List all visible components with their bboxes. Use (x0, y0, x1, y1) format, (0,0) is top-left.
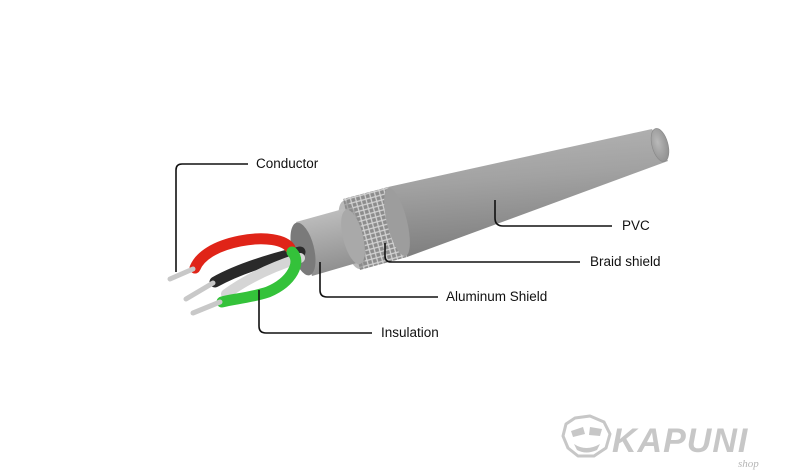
conductor-leader (175, 163, 248, 272)
mascot-face-icon (561, 414, 612, 458)
pvc-jacket (388, 128, 670, 257)
kapuni-logo: KAPUNI shop (561, 414, 759, 470)
pvc-leader (494, 200, 612, 227)
pvc-label: PVC (622, 218, 650, 233)
aluminum-shield-label: Aluminum Shield (446, 289, 547, 304)
green-wire (216, 246, 302, 308)
logo-wordmark: KAPUNI (612, 422, 749, 460)
inner-wires (167, 233, 306, 316)
aluminum-shield-leader (319, 262, 438, 298)
braid-shield-label: Braid shield (590, 254, 661, 269)
red-wire (189, 233, 296, 274)
conductor-label: Conductor (256, 156, 319, 171)
braid-shield-leader (384, 243, 580, 263)
logo-subtext: shop (738, 458, 759, 470)
insulation-label: Insulation (381, 325, 439, 340)
insulation-leader (258, 290, 372, 334)
